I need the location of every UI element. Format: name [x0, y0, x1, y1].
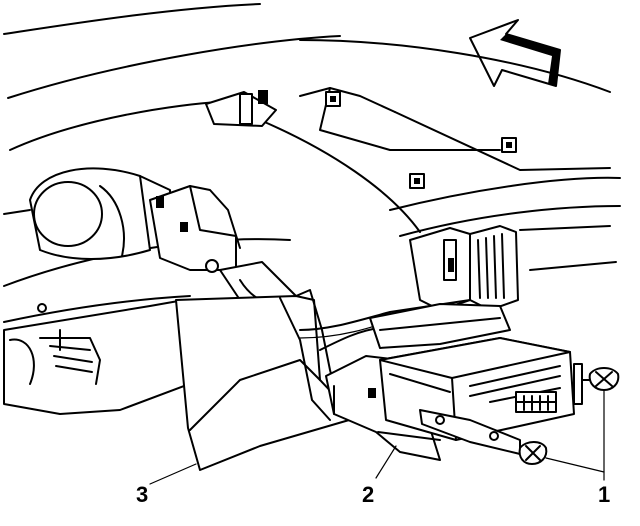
- forward-arrow-icon: [469, 19, 561, 87]
- screw-upper: [581, 367, 620, 391]
- upper-bracket: [205, 90, 277, 127]
- knee-bolster-bracket: [175, 289, 357, 471]
- dashboard-outline: [3, 3, 621, 323]
- callout-2: 2: [362, 482, 375, 507]
- screw-lower: [518, 441, 548, 465]
- right-mount-bracket: [409, 225, 519, 311]
- radio-bracket: [325, 355, 441, 461]
- mounting-tabs: [325, 91, 517, 189]
- leader-lines: [149, 389, 605, 485]
- callout-1: 1: [598, 482, 611, 507]
- wiring-harness: [299, 299, 511, 351]
- lower-dash-panel: [3, 299, 201, 415]
- callout-3: 3: [136, 482, 149, 507]
- left-vent: [29, 167, 173, 263]
